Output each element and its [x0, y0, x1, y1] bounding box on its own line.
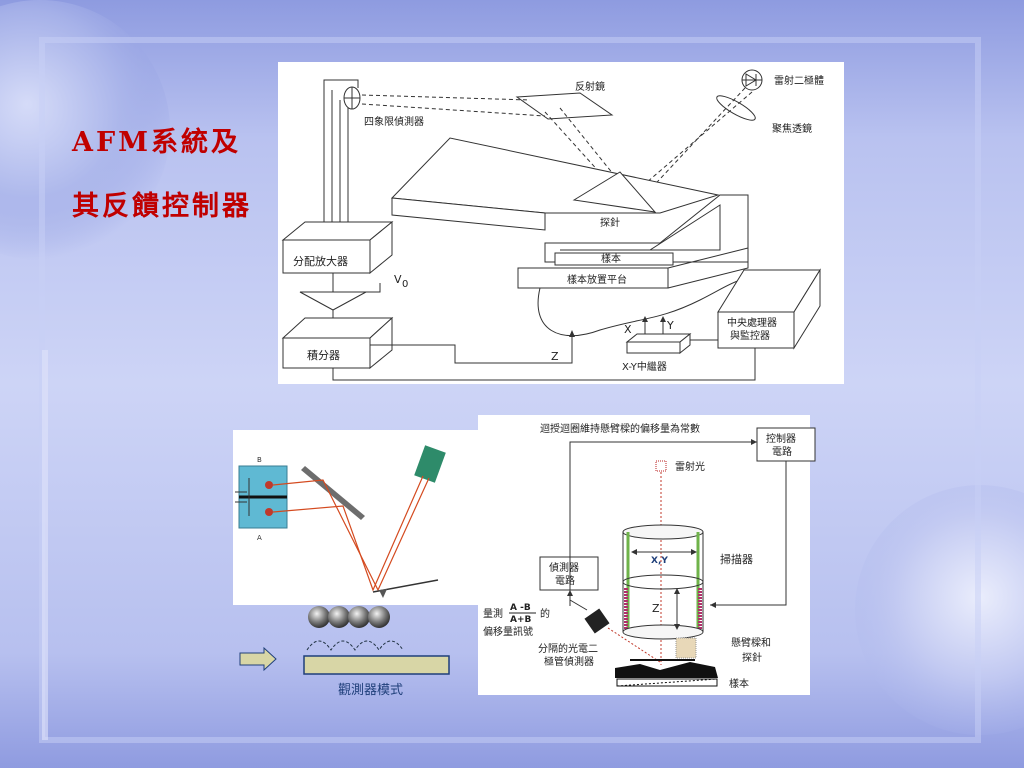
probe-label: 探針 — [600, 216, 620, 229]
xy-label: X,Y — [651, 556, 668, 566]
stage-curve — [537, 278, 761, 337]
atom-3 — [348, 606, 370, 628]
quadrant-detector-icon — [343, 86, 361, 110]
laser-source — [414, 445, 446, 483]
controller-label-2: 電路 — [772, 445, 792, 458]
measure-prefix: 量測 — [483, 607, 503, 620]
distribution-amplifier-box — [281, 220, 394, 275]
z-label: Z — [652, 602, 660, 615]
feedback-panel — [478, 415, 810, 695]
laser-diode-label: 雷射二極體 — [774, 74, 824, 87]
sample-surface — [615, 662, 718, 678]
observer-mode-caption: 觀測器模式 — [338, 683, 404, 698]
frame-inner-left — [42, 350, 48, 740]
slide-title-line1: AFM系統及 — [72, 127, 242, 158]
focus-lens-label: 聚焦透鏡 — [772, 122, 812, 135]
integrator-label: 積分器 — [307, 348, 340, 362]
monitor-loop-line — [332, 348, 756, 381]
detector-circuit-box — [539, 556, 599, 591]
slide-title-line2: 其反饋控制器 — [72, 191, 252, 222]
z-axis-label: Z — [551, 350, 559, 363]
sample-label: 樣本 — [601, 252, 621, 265]
photodiode-label-2: 極管偵測器 — [544, 655, 594, 668]
probe-icon — [572, 171, 657, 213]
cpu-monitor-label-2: 與監控器 — [730, 329, 770, 342]
v0-label-main: V — [394, 273, 402, 286]
distribution-amplifier-label: 分配放大器 — [293, 254, 348, 268]
cpu-monitor-label-1: 中央處理器 — [727, 316, 777, 329]
detector-b-label: B — [257, 456, 262, 464]
mirror-icon — [515, 92, 614, 120]
sample-base — [616, 678, 718, 687]
scanner-cylinder — [622, 524, 704, 640]
scan-arcs — [306, 640, 404, 651]
photodiode-icon — [584, 608, 610, 634]
probe-tip — [379, 589, 387, 598]
integrator-box — [281, 316, 394, 370]
cantilever-label-1: 懸臂樑和 — [731, 636, 771, 649]
arrow-right-icon — [239, 646, 277, 672]
detector-signal-lines — [323, 79, 359, 222]
feedback-line-top — [569, 441, 757, 555]
xy-relay-box — [625, 332, 692, 355]
laser-light-icon — [655, 460, 667, 472]
quadrant-detector-label: 四象限偵測器 — [364, 115, 424, 128]
scanner-label: 掃描器 — [720, 552, 753, 566]
detector-circuit-label-1: 偵測器 — [549, 561, 579, 574]
optical-lever-drawing: B A — [235, 445, 446, 598]
spot-upper — [265, 481, 273, 489]
laser-path-2 — [272, 475, 424, 592]
offset-signal-label: 偏移量訊號 — [483, 625, 533, 638]
sample-stage-label: 樣本放置平台 — [567, 273, 627, 286]
fraction-top: A -B — [510, 603, 531, 613]
tip-holder — [675, 637, 697, 659]
fraction-bottom: A+B — [510, 615, 532, 625]
feedback-caption: 迴授迴圈維持懸臂樑的偏移量為常數 — [540, 422, 700, 435]
laser-diode-icon — [741, 69, 763, 91]
z-feedback-line — [370, 335, 573, 364]
detector-circuit-label-2: 電路 — [555, 574, 575, 587]
mirror-bar — [301, 466, 365, 520]
controller-circuit-box — [756, 427, 816, 462]
cantilever-label-2: 探針 — [742, 651, 762, 664]
cpu-monitor-box — [717, 268, 821, 350]
photodiode-label-1: 分隔的光電二 — [538, 642, 598, 655]
detector-a-label: A — [257, 534, 262, 542]
feedback-line-right — [710, 461, 787, 606]
xy-relay-label: X-Y中繼器 — [622, 360, 667, 373]
measure-suffix: 的 — [540, 607, 550, 620]
laser-light-label: 雷射光 — [675, 460, 705, 473]
spot-lower — [265, 508, 273, 516]
atom-2 — [328, 606, 350, 628]
sample-label-bottom: 樣本 — [729, 677, 749, 690]
optical-lever-figure: B A — [233, 430, 499, 605]
atom-1 — [308, 606, 330, 628]
atom-4 — [368, 606, 390, 628]
v0-label-sub: 0 — [402, 279, 408, 290]
mirror-label: 反射鏡 — [575, 80, 605, 93]
sample-stage-stack — [517, 194, 749, 289]
globe-right — [855, 485, 1024, 735]
laser-path-1 — [272, 477, 430, 592]
x-axis-label: X — [624, 323, 632, 336]
controller-label-1: 控制器 — [766, 432, 796, 445]
y-axis-label: Y — [666, 319, 674, 332]
substrate-bar — [303, 655, 450, 675]
